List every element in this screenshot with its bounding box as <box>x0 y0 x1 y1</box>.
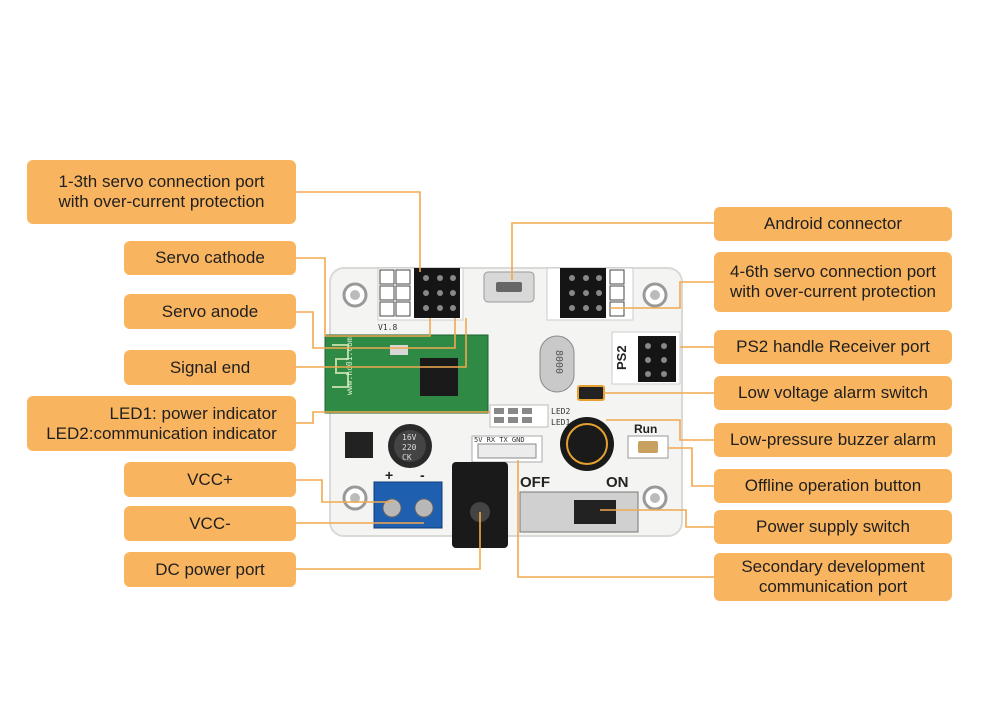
secondary-dev-header: 5V RX TX GND <box>471 435 543 463</box>
label-servo-cathode: Servo cathode <box>124 241 296 275</box>
servo-header-1-3 <box>377 267 464 321</box>
line-android <box>511 222 714 280</box>
label-buzzer: Low-pressure buzzer alarm <box>714 423 952 457</box>
servo-header-4-6 <box>546 267 634 321</box>
run-text: Run <box>634 422 657 436</box>
line-servo-anode <box>296 311 456 349</box>
power-slide-switch: OFF ON <box>519 474 639 533</box>
line-offline <box>668 447 714 487</box>
line-buzzer <box>606 419 714 441</box>
label-low-voltage: Low voltage alarm switch <box>714 376 952 410</box>
label-servo-4-6: 4-6th servo connection port with over-cu… <box>714 252 952 312</box>
module-website-text: www.hc01.com <box>345 337 354 395</box>
line-power-switch <box>600 509 714 528</box>
regulator <box>345 432 373 458</box>
mounting-holes <box>342 282 668 511</box>
crystal-oscillator: 8000 <box>539 335 575 393</box>
label-ps2: PS2 handle Receiver port <box>714 330 952 364</box>
label-servo-anode: Servo anode <box>124 294 296 329</box>
svg-text:220: 220 <box>402 443 417 452</box>
line-servo46 <box>610 281 714 309</box>
led1-text: LED1 <box>551 418 570 427</box>
pcb-board: www.hc01.com 8000 PS2 LED2 LED1 <box>324 267 683 548</box>
ps2-receiver-header: PS2 <box>611 331 681 385</box>
line-vcc-plus <box>296 479 392 503</box>
ps2-text: PS2 <box>614 345 629 370</box>
line-servo-cathode <box>296 257 431 337</box>
line-secondary <box>517 460 714 578</box>
plus-text: + <box>385 467 393 483</box>
buzzer <box>560 417 614 471</box>
capacitor-text: 16V <box>402 433 417 442</box>
label-power-switch: Power supply switch <box>714 510 952 544</box>
version-text: V1.8 <box>378 323 397 332</box>
label-vcc-plus: VCC+ <box>124 462 296 497</box>
minus-text: - <box>420 467 425 483</box>
line-dc <box>296 512 481 570</box>
on-text: ON <box>606 474 629 491</box>
label-servo-1-3: 1-3th servo connection port with over-cu… <box>27 160 296 224</box>
bluetooth-module: www.hc01.com <box>324 334 489 414</box>
low-voltage-switch <box>577 385 605 401</box>
header-pins-text: 5V RX TX GND <box>474 436 525 444</box>
run-button: Run <box>627 422 669 459</box>
label-dc-power: DC power port <box>124 552 296 587</box>
label-led: LED1: power indicator LED2:communication… <box>27 396 296 451</box>
line-servo13 <box>296 191 421 272</box>
off-text: OFF <box>520 474 550 491</box>
line-signal-end <box>296 318 467 368</box>
crystal-text: 8000 <box>553 350 564 374</box>
label-signal-end: Signal end <box>124 350 296 385</box>
label-android: Android connector <box>714 207 952 241</box>
led-indicators: LED2 LED1 <box>489 404 570 428</box>
svg-text:CK: CK <box>402 453 412 462</box>
android-usb-port <box>483 271 535 303</box>
vcc-terminal-block: + - <box>373 467 443 529</box>
callout-lines <box>296 191 714 578</box>
label-vcc-minus: VCC- <box>124 506 296 541</box>
capacitor: 16V 220 CK <box>388 424 432 468</box>
label-secondary: Secondary development communication port <box>714 553 952 601</box>
line-led <box>296 411 490 424</box>
led2-text: LED2 <box>551 407 570 416</box>
label-offline: Offline operation button <box>714 469 952 503</box>
